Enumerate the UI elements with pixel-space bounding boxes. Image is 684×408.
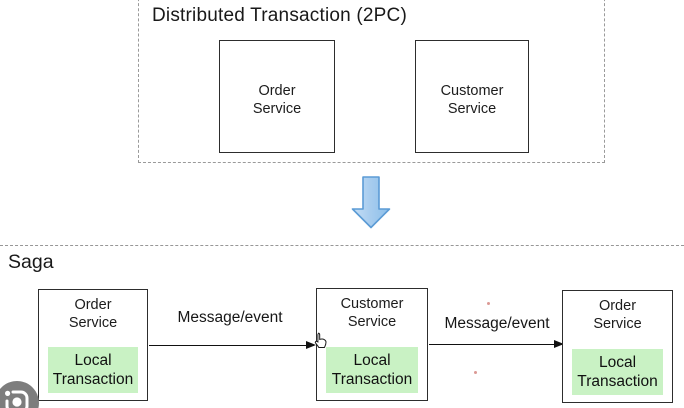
- red-speck: [487, 302, 490, 305]
- 2pc-order-service-box: Order Service: [219, 40, 335, 153]
- local-transaction-label: Local Transaction: [331, 351, 413, 388]
- section-divider: [0, 245, 684, 246]
- saga-customer-service-label: Customer Service: [340, 296, 404, 330]
- 2pc-customer-service-box: Customer Service: [415, 40, 529, 153]
- message-arrow-2: [429, 339, 564, 348]
- saga-order-service-box: Order Service Local Transaction: [38, 289, 148, 401]
- saga-customer-service-box: Customer Service Local Transaction: [316, 288, 428, 401]
- local-transaction-box: Local Transaction: [572, 349, 663, 395]
- 2pc-order-service-label: Order Service: [252, 82, 302, 117]
- saga-order-service-2-box: Order Service Local Transaction: [562, 290, 673, 403]
- 2pc-title: Distributed Transaction (2PC): [152, 5, 408, 26]
- 2pc-customer-service-label: Customer Service: [440, 82, 504, 117]
- local-transaction-box: Local Transaction: [326, 347, 418, 393]
- saga-order-service-label: Order Service: [68, 297, 118, 331]
- 2pc-dashed-frame: [138, 0, 605, 163]
- local-transaction-box: Local Transaction: [48, 347, 138, 393]
- message-arrow-1: [149, 340, 316, 349]
- local-transaction-label: Local Transaction: [577, 353, 658, 390]
- lens-camera-icon[interactable]: [0, 378, 41, 408]
- down-arrow-icon: [351, 176, 391, 229]
- saga-title: Saga: [8, 251, 54, 273]
- message-event-label-1: Message/event: [177, 309, 283, 326]
- saga-order-service-2-label: Order Service: [593, 298, 642, 332]
- message-event-label-2: Message/event: [444, 315, 550, 332]
- local-transaction-label: Local Transaction: [52, 351, 134, 388]
- red-speck: [474, 371, 477, 374]
- hand-pointer-icon: [314, 332, 327, 348]
